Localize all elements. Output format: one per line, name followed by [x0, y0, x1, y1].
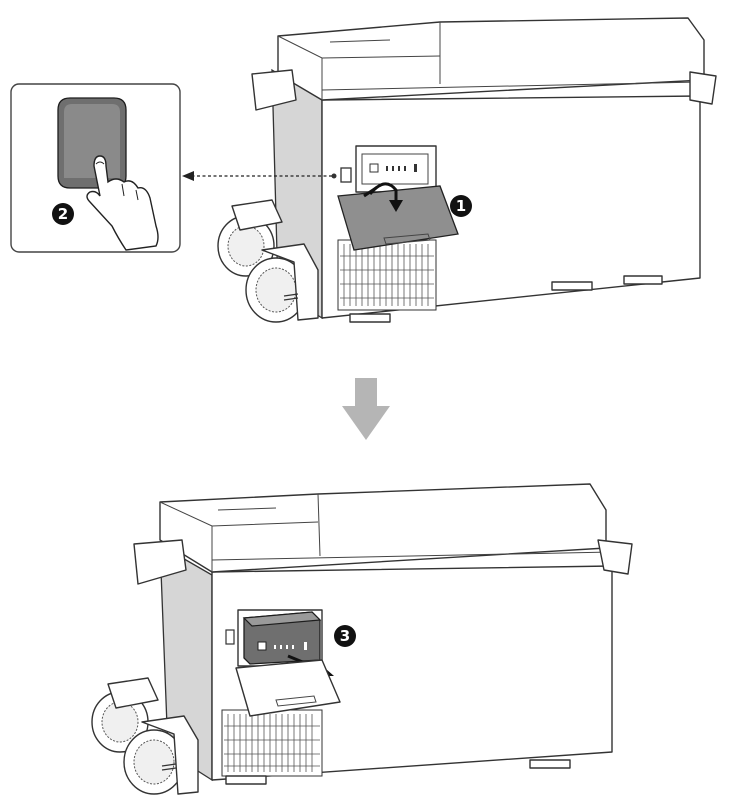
handle-right [689, 71, 717, 105]
wheel-back [91, 677, 159, 753]
step-badge-2: 2 [52, 203, 74, 225]
zoom-inset [10, 83, 181, 253]
curved-arrow-icon [363, 182, 403, 212]
wheel-front [245, 243, 319, 323]
press-finger-icon [86, 155, 159, 251]
wheel-back [217, 199, 283, 277]
foot [623, 275, 663, 285]
foot [551, 281, 593, 291]
handle-left [251, 69, 297, 111]
handle-right [597, 539, 633, 575]
step-badge-1: 1 [450, 195, 472, 217]
svg-text:1: 1 [456, 197, 466, 215]
bottom-device [91, 483, 633, 795]
svg-text:3: 3 [340, 627, 350, 645]
wheel-front [123, 715, 199, 795]
vent-grille [337, 239, 437, 311]
device-lid [159, 483, 607, 573]
battery-indicator-leds [386, 164, 417, 172]
down-arrow-icon [342, 378, 390, 440]
top-device [217, 17, 717, 323]
handle-left [133, 539, 187, 585]
step-badge-3: 3 [334, 625, 356, 647]
foot [529, 759, 571, 769]
battery-pack [242, 611, 322, 665]
foot [225, 775, 267, 785]
callout-arrowhead [182, 171, 194, 181]
battery-bay [355, 145, 437, 193]
foot [349, 313, 391, 323]
vent-grille [221, 709, 323, 777]
release-button [340, 167, 352, 183]
device-lid [277, 17, 705, 101]
release-button [225, 629, 235, 645]
svg-text:2: 2 [58, 205, 68, 223]
